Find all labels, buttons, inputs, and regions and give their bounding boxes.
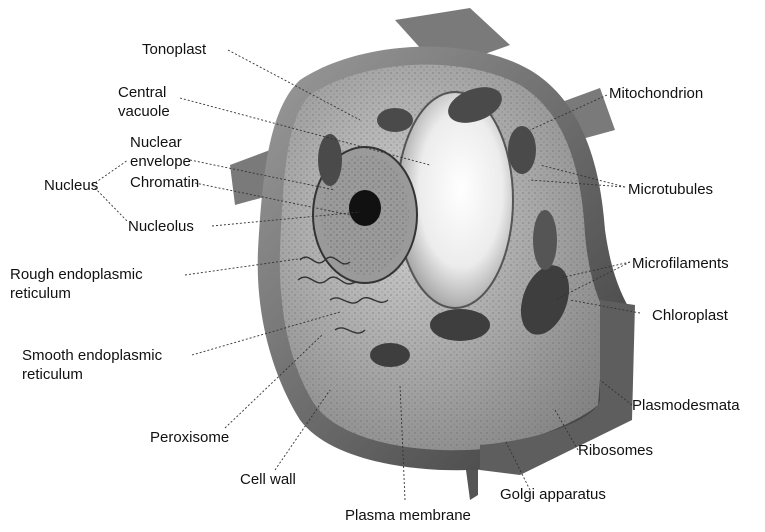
- label-nucleolus: Nucleolus: [128, 217, 194, 236]
- label-plasma-membrane: Plasma membrane: [345, 506, 471, 525]
- label-nucleus: Nucleus: [44, 176, 98, 195]
- label-cell-wall: Cell wall: [240, 470, 296, 489]
- label-mitochondrion: Mitochondrion: [609, 84, 703, 103]
- label-peroxisome: Peroxisome: [150, 428, 229, 447]
- label-microtubules: Microtubules: [628, 180, 713, 199]
- label-ribosomes: Ribosomes: [578, 441, 653, 460]
- nucleolus-shape: [349, 190, 381, 226]
- label-microfilaments: Microfilaments: [632, 254, 729, 273]
- label-plasmodesmata: Plasmodesmata: [632, 396, 740, 415]
- label-chromatin: Chromatin: [130, 173, 199, 192]
- label-tonoplast: Tonoplast: [142, 40, 206, 59]
- label-golgi-apparatus: Golgi apparatus: [500, 485, 606, 504]
- label-chloroplast: Chloroplast: [652, 306, 728, 325]
